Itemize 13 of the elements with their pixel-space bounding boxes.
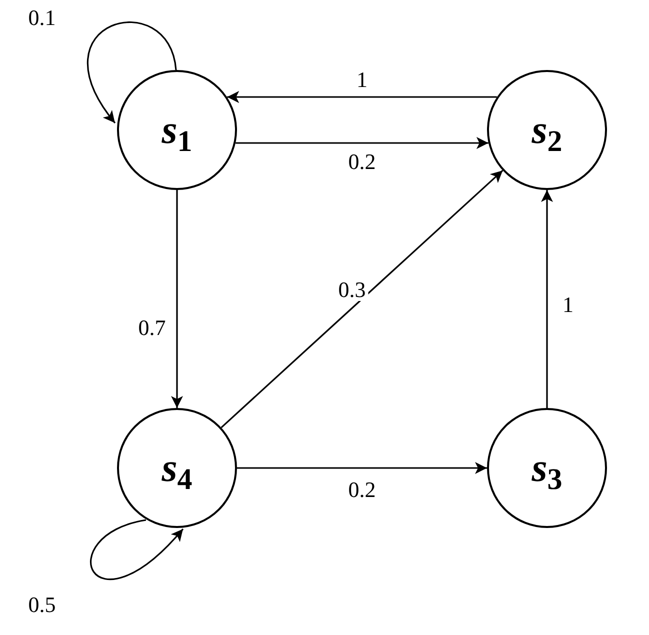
arrow <box>220 170 504 428</box>
self-loop-arrow <box>87 22 177 124</box>
state-label: s$_{3}$ <box>532 448 562 488</box>
state-label: s$_{4}$ <box>162 448 192 488</box>
state-label: s$_{2}$ <box>532 110 562 150</box>
arrow <box>236 137 488 149</box>
arrow <box>171 190 183 408</box>
arrow <box>237 462 487 474</box>
self-loop-arrow <box>90 519 184 580</box>
edge-label: 0.3 <box>336 279 368 301</box>
arrow <box>541 190 553 408</box>
state-label: s$_{1}$ <box>162 110 192 150</box>
arrow <box>227 91 497 103</box>
